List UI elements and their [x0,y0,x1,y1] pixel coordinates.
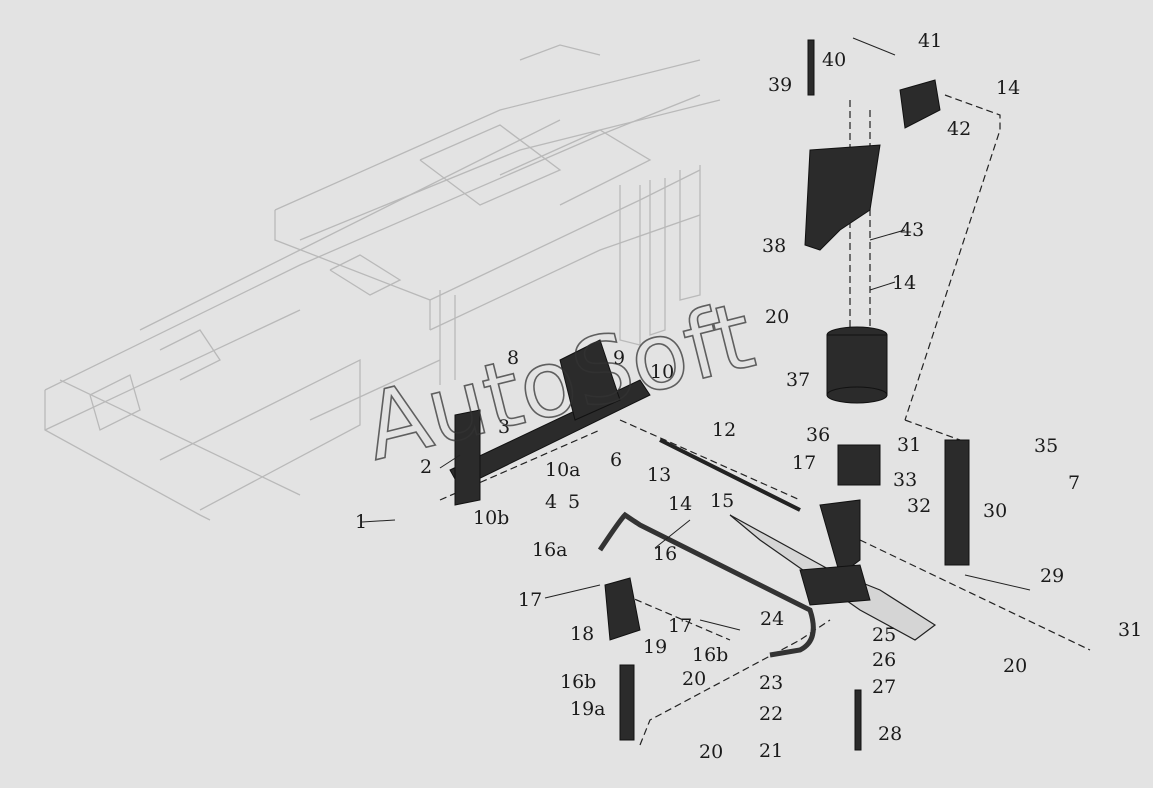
callout-37: 37 [786,369,810,391]
callout-10a: 10a [545,459,581,481]
watermark: AutoSoft [354,282,763,481]
callout-20-upper: 20 [765,306,789,328]
callout-10: 10 [650,361,674,383]
callout-23: 23 [759,672,783,694]
callout-2: 2 [420,456,432,478]
callout-41: 41 [918,30,942,52]
callout-27: 27 [872,676,896,698]
callout-19: 19 [643,636,667,658]
callout-36: 36 [806,424,830,446]
shock-absorber [944,439,970,566]
callout-21: 21 [759,740,783,762]
callout-5: 5 [568,491,580,513]
callout-35: 35 [1034,435,1058,457]
tie-rod-15 [659,438,801,512]
link-19a [619,664,635,741]
callout-16b-right: 16b [692,644,728,666]
callout-20-right: 20 [1003,655,1027,677]
callout-9: 9 [613,347,625,369]
callout-16a: 16a [532,539,568,561]
callout-16b-left: 16b [560,671,596,693]
bracket-41 [899,79,941,129]
callout-17-right: 17 [792,452,816,474]
upper-bracket-38 [804,144,881,251]
callout-10b: 10b [473,507,509,529]
callout-8: 8 [507,347,519,369]
chassis-frame-outline [44,44,721,521]
callout-16: 16 [653,543,677,565]
callout-17-mid: 17 [668,615,692,637]
stabilizer-bar [597,511,816,658]
front-crossmember [449,339,651,506]
callout-14-left: 14 [668,493,692,515]
callout-1: 1 [355,511,367,533]
air-spring-37 [826,326,888,404]
callout-3: 3 [498,416,510,438]
callout-38: 38 [762,235,786,257]
axle-beam-spring-seat [729,499,937,641]
rod-39 [807,39,815,96]
callout-31-right: 31 [1118,619,1142,641]
callout-19a: 19a [570,698,606,720]
bolt-28 [854,689,862,751]
callout-18: 18 [570,623,594,645]
callout-24: 24 [760,608,784,630]
callout-17-left: 17 [518,589,542,611]
callout-29: 29 [1040,565,1064,587]
leader-lines [361,37,1031,631]
callout-15: 15 [710,490,734,512]
callout-28: 28 [878,723,902,745]
callout-20-bottom: 20 [699,741,723,763]
callout-39: 39 [768,74,792,96]
callout-31-upper: 31 [897,434,921,456]
callout-20-mid: 20 [682,668,706,690]
callout-25: 25 [872,624,896,646]
callout-40: 40 [822,49,846,71]
callout-30: 30 [983,500,1007,522]
callout-12: 12 [712,419,736,441]
callout-14-top: 14 [996,77,1020,99]
bump-stop-34 [837,444,881,486]
callout-labels: 1 2 3 4 5 6 7 8 9 10 10a 10b 12 13 14 14… [355,30,1142,763]
bracket-18 [604,577,641,641]
callout-43: 43 [900,219,924,241]
callout-7: 7 [1068,472,1080,494]
callout-6: 6 [610,449,622,471]
callout-13: 13 [647,464,671,486]
callout-22: 22 [759,703,783,725]
callout-14-spring: 14 [892,272,916,294]
callout-4: 4 [545,491,557,513]
callout-33: 33 [893,469,917,491]
callout-32: 32 [907,495,931,517]
callout-42: 42 [947,118,971,140]
callout-26: 26 [872,649,896,671]
